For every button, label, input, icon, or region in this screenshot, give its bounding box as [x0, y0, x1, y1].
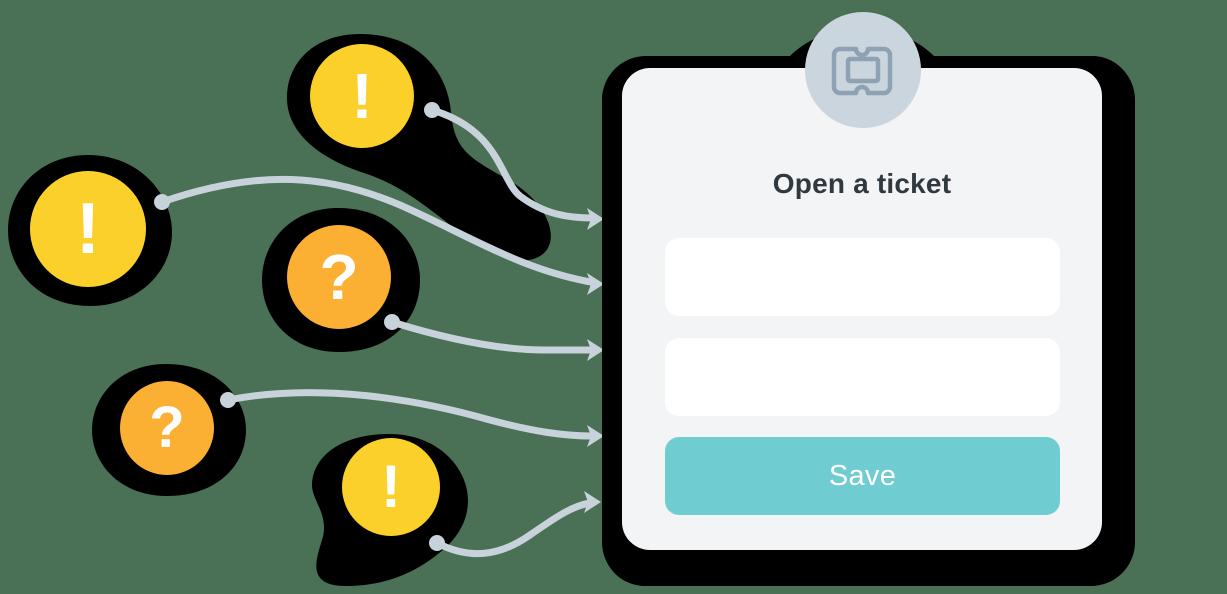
page-title: Open a ticket	[772, 168, 952, 199]
connector-alert-bottom-dot	[429, 535, 445, 551]
ticket-subject-field[interactable]	[665, 238, 1060, 316]
connector-alert-bottom	[433, 499, 594, 558]
ticket-icon	[831, 44, 895, 96]
question-middle-glyph: ?	[319, 241, 359, 313]
ticket-badge	[805, 12, 921, 128]
connector-question-bottom-dot	[220, 392, 236, 408]
connector-alert-left-dot	[154, 194, 170, 210]
question-icon: ?	[120, 381, 214, 475]
save-button[interactable]: Save	[665, 437, 1060, 515]
connector-question-bottom	[224, 389, 596, 440]
question-icon: ?	[287, 225, 391, 329]
question-bottom-glyph: ?	[149, 395, 185, 460]
alert-top-glyph: !	[351, 60, 373, 132]
connector-alert-left-arrowhead	[587, 273, 604, 295]
alert-left-glyph: !	[76, 189, 100, 269]
ticket-message-field[interactable]	[665, 338, 1060, 416]
connector-alert-bottom-arrowhead	[584, 491, 601, 513]
connector-question-middle	[388, 318, 598, 354]
exclamation-icon: !	[342, 438, 440, 536]
connector-alert-left	[158, 175, 600, 287]
exclamation-icon: !	[310, 44, 414, 148]
connector-alert-top-dot	[424, 102, 440, 118]
connector-alert-top	[428, 106, 597, 222]
alert-bottom-glyph: !	[381, 453, 401, 520]
connector-question-bottom-arrowhead	[587, 425, 604, 447]
connector-question-middle-dot	[384, 314, 400, 330]
connector-alert-top-arrowhead	[587, 208, 604, 230]
connector-question-middle-arrowhead	[587, 339, 604, 361]
exclamation-icon: !	[30, 171, 146, 287]
